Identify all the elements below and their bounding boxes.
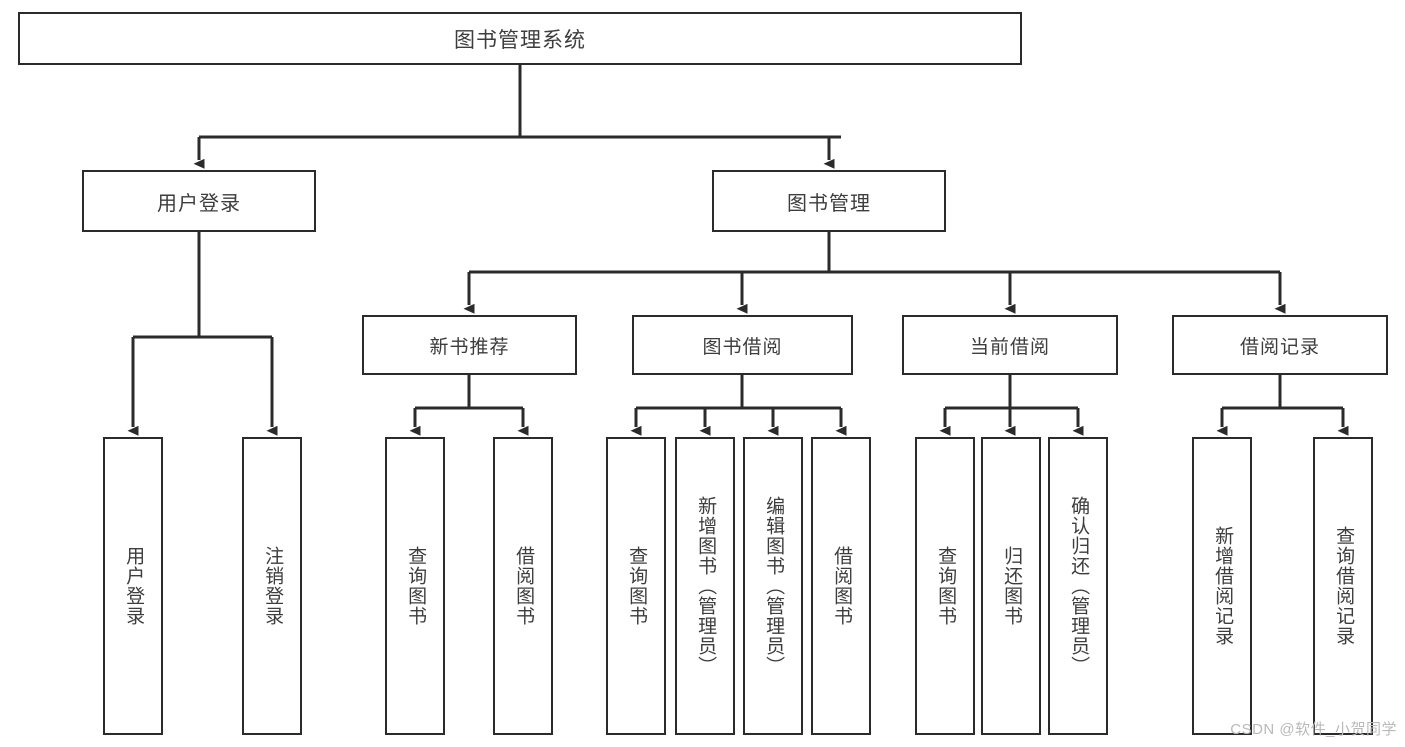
leaf-logout-label: 注销登录 (262, 546, 284, 626)
leaf-query-book-borrow-label: 查询图书 (626, 546, 648, 626)
leaf-user-login-label: 用户登录 (123, 546, 145, 626)
leaf-borrow-book[interactable]: 借阅图书 (811, 437, 871, 735)
leaf-query-book-recommend[interactable]: 查询图书 (385, 437, 445, 735)
leaf-edit-book-admin[interactable]: 编辑图书（管理员） (743, 437, 803, 735)
leaf-borrow-book-label: 借阅图书 (831, 546, 853, 626)
node-user-login[interactable]: 用户登录 (82, 170, 316, 232)
leaf-edit-book-admin-label: 编辑图书（管理员） (763, 496, 785, 676)
leaf-user-login[interactable]: 用户登录 (103, 437, 163, 735)
leaf-query-borrow-record[interactable]: 查询借阅记录 (1313, 437, 1373, 735)
leaf-query-borrow-record-label: 查询借阅记录 (1333, 526, 1355, 646)
leaf-logout[interactable]: 注销登录 (242, 437, 302, 735)
node-book-management[interactable]: 图书管理 (712, 170, 946, 232)
leaf-query-book-current-label: 查询图书 (935, 546, 957, 626)
node-borrow-record[interactable]: 借阅记录 (1172, 315, 1388, 375)
leaf-add-book-admin-label: 新增图书（管理员） (695, 496, 717, 676)
leaf-query-book-borrow[interactable]: 查询图书 (606, 437, 666, 735)
node-root-label: 图书管理系统 (454, 28, 586, 52)
leaf-add-book-admin[interactable]: 新增图书（管理员） (675, 437, 735, 735)
leaf-borrow-book-recommend-label: 借阅图书 (513, 546, 535, 626)
node-book-management-label: 图书管理 (787, 192, 871, 215)
node-borrow-record-label: 借阅记录 (1239, 336, 1320, 358)
leaf-query-book-current[interactable]: 查询图书 (915, 437, 975, 735)
node-current-borrow-label: 当前借阅 (969, 336, 1050, 358)
leaf-return-book[interactable]: 归还图书 (981, 437, 1041, 735)
leaf-confirm-return-admin-label: 确认归还（管理员） (1068, 496, 1090, 676)
leaf-borrow-book-recommend[interactable]: 借阅图书 (493, 437, 553, 735)
node-user-login-label: 用户登录 (157, 192, 241, 215)
node-current-borrow[interactable]: 当前借阅 (902, 315, 1118, 375)
leaf-add-borrow-record[interactable]: 新增借阅记录 (1192, 437, 1252, 735)
leaf-confirm-return-admin[interactable]: 确认归还（管理员） (1048, 437, 1108, 735)
node-root[interactable]: 图书管理系统 (18, 12, 1022, 65)
leaf-add-borrow-record-label: 新增借阅记录 (1212, 526, 1234, 646)
node-book-borrow-label: 图书借阅 (702, 336, 783, 358)
leaf-return-book-label: 归还图书 (1001, 546, 1023, 626)
watermark: CSDN @软件_小贺同学 (1230, 721, 1397, 738)
node-book-borrow[interactable]: 图书借阅 (632, 315, 853, 375)
node-new-book-recommend[interactable]: 新书推荐 (362, 315, 577, 375)
node-new-book-recommend-label: 新书推荐 (429, 336, 510, 358)
leaf-query-book-recommend-label: 查询图书 (405, 546, 427, 626)
